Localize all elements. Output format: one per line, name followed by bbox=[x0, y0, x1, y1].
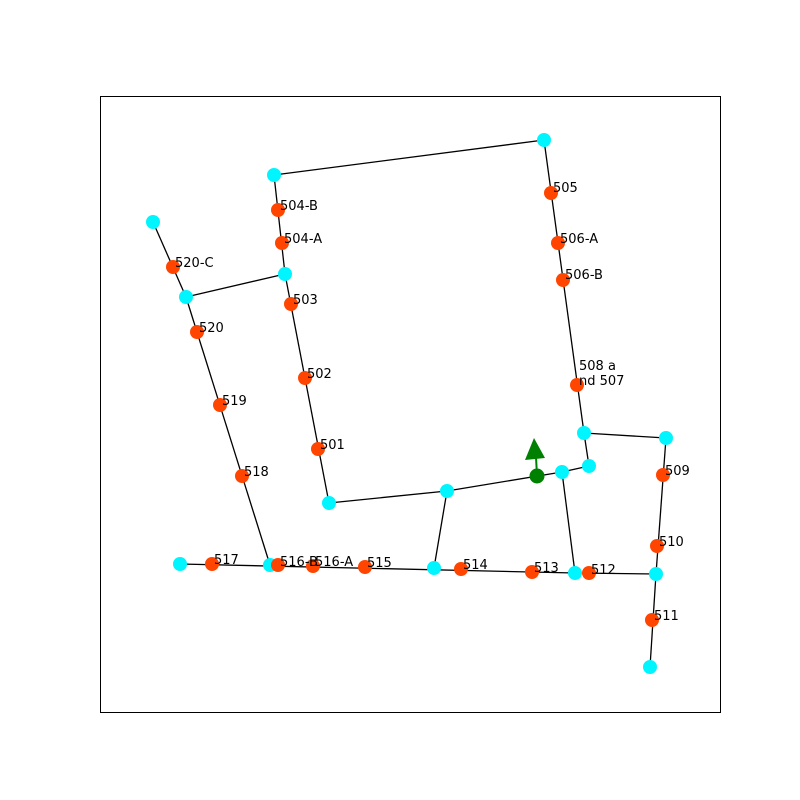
stop-label-516-b: 516-B bbox=[280, 555, 318, 570]
stop-label-508-line-1: 508 a bbox=[579, 359, 616, 374]
edge bbox=[561, 471, 576, 574]
stop-node-520[interactable] bbox=[190, 325, 204, 339]
stop-label-516-a: 516-A bbox=[315, 555, 353, 570]
edge bbox=[433, 490, 448, 569]
stop-label-505: 505 bbox=[553, 181, 578, 196]
junction-node bbox=[582, 459, 596, 473]
stop-node-519[interactable] bbox=[213, 398, 227, 412]
junction-node bbox=[659, 431, 673, 445]
junction-node bbox=[322, 496, 336, 510]
plot-frame bbox=[100, 96, 721, 713]
stop-node-516-a[interactable] bbox=[306, 559, 320, 573]
edge bbox=[179, 563, 576, 574]
stop-label-514: 514 bbox=[463, 558, 488, 573]
stop-node-513[interactable] bbox=[525, 565, 539, 579]
edge bbox=[583, 432, 667, 439]
stop-node-502[interactable] bbox=[298, 371, 312, 385]
current-position-marker bbox=[529, 468, 545, 484]
stop-node-506-a[interactable] bbox=[551, 236, 565, 250]
stop-label-509: 509 bbox=[665, 464, 690, 479]
stop-node-506-b[interactable] bbox=[556, 273, 570, 287]
junction-node bbox=[267, 168, 281, 182]
stop-node-520-c[interactable] bbox=[166, 260, 180, 274]
stop-labels: 505 504-B 504-A 506-A 506-B 520-C 503 52… bbox=[175, 181, 690, 624]
edge bbox=[185, 296, 271, 566]
stop-label-519: 519 bbox=[222, 394, 247, 409]
stop-node-504-a[interactable] bbox=[275, 236, 289, 250]
stop-label-520-c: 520-C bbox=[175, 256, 214, 271]
junction-node bbox=[555, 465, 569, 479]
stop-label-515: 515 bbox=[367, 556, 392, 571]
stop-nodes bbox=[166, 186, 670, 627]
stop-label-513: 513 bbox=[534, 561, 559, 576]
stop-label-506-a: 506-A bbox=[560, 232, 598, 247]
stop-label-504-b: 504-B bbox=[280, 199, 318, 214]
stop-label-506-b: 506-B bbox=[565, 268, 603, 283]
junction-node bbox=[649, 567, 663, 581]
stop-label-508-line-2: nd 507 bbox=[579, 374, 624, 389]
junction-node bbox=[179, 290, 193, 304]
stop-label-517: 517 bbox=[214, 553, 239, 568]
junction-node bbox=[577, 426, 591, 440]
edge bbox=[152, 221, 187, 298]
stop-label-520: 520 bbox=[199, 321, 224, 336]
stop-node-504-b[interactable] bbox=[271, 203, 285, 217]
junction-node bbox=[568, 566, 582, 580]
stop-label-504-a: 504-A bbox=[284, 232, 322, 247]
edge bbox=[284, 273, 330, 504]
arrow-up-icon bbox=[525, 438, 545, 460]
stop-node-517[interactable] bbox=[205, 557, 219, 571]
stop-node-514[interactable] bbox=[454, 562, 468, 576]
stop-label-502: 502 bbox=[307, 367, 332, 382]
junction-node bbox=[643, 660, 657, 674]
current-position bbox=[525, 438, 545, 484]
junction-node bbox=[537, 133, 551, 147]
stop-node-505[interactable] bbox=[544, 186, 558, 200]
stop-label-503: 503 bbox=[293, 293, 318, 308]
junction-node bbox=[440, 484, 454, 498]
junction-node bbox=[173, 557, 187, 571]
stop-node-512[interactable] bbox=[582, 566, 596, 580]
junction-node bbox=[146, 215, 160, 229]
stop-node-501[interactable] bbox=[311, 442, 325, 456]
stop-label-511: 511 bbox=[654, 609, 679, 624]
stop-node-518[interactable] bbox=[235, 469, 249, 483]
stop-node-508-and-507[interactable] bbox=[570, 378, 584, 392]
edge bbox=[273, 174, 286, 275]
stop-label-518: 518 bbox=[244, 465, 269, 480]
stop-node-515[interactable] bbox=[358, 560, 372, 574]
junction-node bbox=[278, 267, 292, 281]
stop-node-511[interactable] bbox=[645, 613, 659, 627]
stop-node-516-b[interactable] bbox=[271, 558, 285, 572]
stop-label-512: 512 bbox=[591, 563, 616, 578]
edge bbox=[328, 490, 448, 504]
stop-node-509[interactable] bbox=[656, 468, 670, 482]
edge bbox=[273, 139, 545, 176]
stop-node-510[interactable] bbox=[650, 539, 664, 553]
junction-node bbox=[427, 561, 441, 575]
edge bbox=[185, 273, 286, 298]
stop-node-503[interactable] bbox=[284, 297, 298, 311]
stop-label-510: 510 bbox=[659, 535, 684, 550]
stop-label-501: 501 bbox=[320, 438, 345, 453]
